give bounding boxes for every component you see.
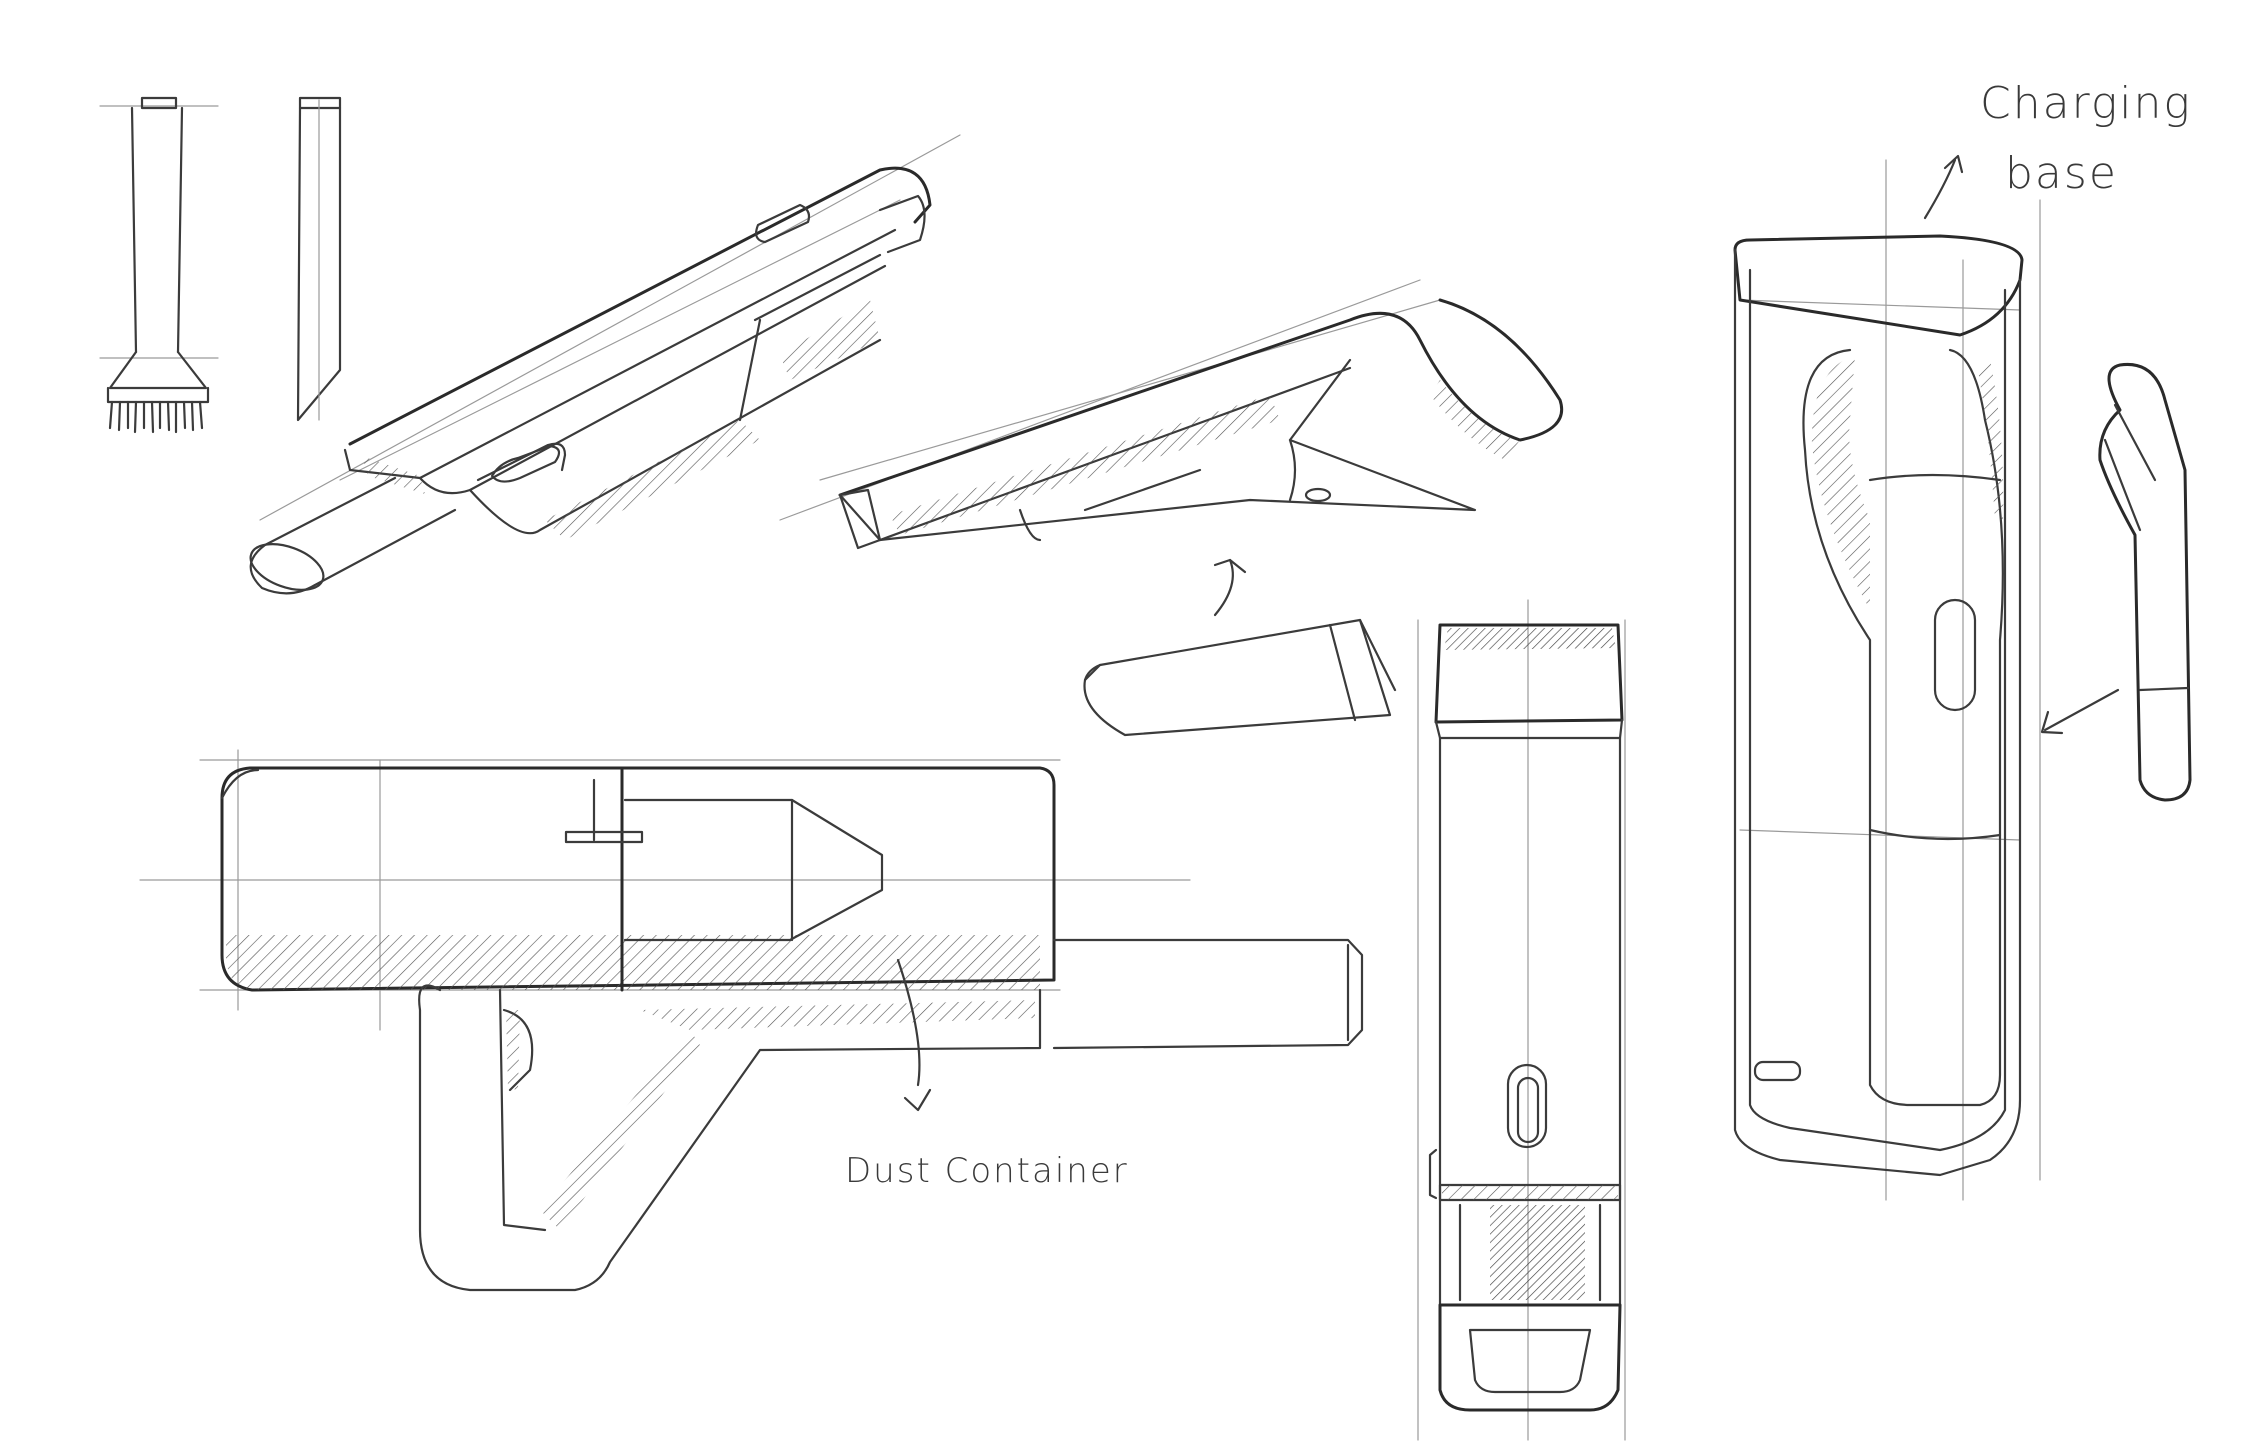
annotation-charging-base: Charging base: [1980, 78, 2192, 199]
vacuum-isometric-sketch: [249, 134, 961, 595]
vacuum-side-view-sketch: [139, 749, 1364, 1292]
charging-base-sketch: [1733, 154, 2041, 1201]
crevice-tool-sketch: [296, 96, 342, 422]
brush-nozzle-sketch: [99, 96, 219, 434]
vacuum-front-view-sketch: [1417, 599, 1626, 1441]
annotation-charging-line1: Charging: [1980, 78, 2192, 129]
annotation-dust-container: Dust Container: [845, 1151, 1129, 1191]
annotation-charging-line2: base: [2005, 148, 2118, 199]
handle-part-sketch: [2040, 362, 2192, 802]
nozzle-detail-sketch: [1083, 558, 1397, 737]
vacuum-perspective-sketch: [779, 279, 1563, 550]
